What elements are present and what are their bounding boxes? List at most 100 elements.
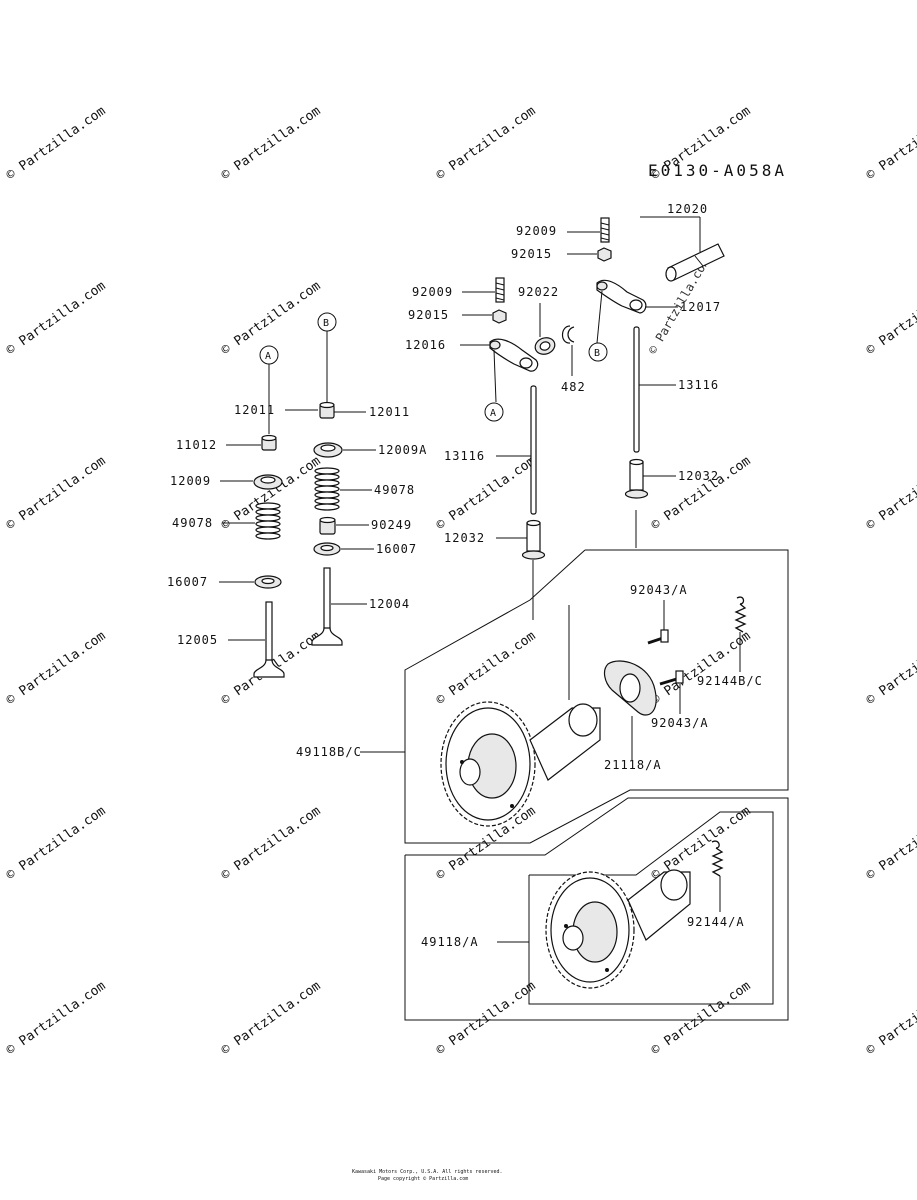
part-label[interactable]: 12009 <box>170 474 211 488</box>
part-label[interactable]: 92009 <box>412 285 453 299</box>
valve <box>311 567 367 646</box>
part-label[interactable]: 92043/A <box>651 716 709 730</box>
part-label[interactable]: 12005 <box>177 633 218 647</box>
part-label[interactable]: 12011 <box>234 403 275 417</box>
svg-text:A: A <box>490 408 496 419</box>
callout-a: A <box>259 345 279 434</box>
push-rod <box>496 385 537 515</box>
governor-plate <box>603 660 657 760</box>
valve-rotator <box>319 516 369 535</box>
part-label[interactable]: 16007 <box>376 542 417 556</box>
part-label[interactable]: 12032 <box>678 469 719 483</box>
part-label[interactable]: 92144/A <box>687 915 745 929</box>
bolt <box>659 670 684 714</box>
callout-b: B <box>317 312 337 404</box>
valve-spring <box>314 467 372 511</box>
part-label[interactable]: 92009 <box>516 224 557 238</box>
governor-spring <box>734 596 747 672</box>
svg-text:A: A <box>265 351 271 362</box>
part-label[interactable]: 16007 <box>167 575 208 589</box>
adjusting-screw <box>462 277 505 303</box>
diagram-code: E0130-A058A <box>648 161 787 180</box>
watermark: © Partzilla.com <box>649 454 754 534</box>
part-label[interactable]: 12032 <box>444 531 485 545</box>
watermark: © Partzilla.com <box>434 454 539 534</box>
bolt <box>647 600 669 645</box>
watermark: © Partzilla.com <box>4 629 109 709</box>
part-label[interactable]: 12016 <box>405 338 446 352</box>
part-label[interactable]: 12009A <box>378 443 427 457</box>
governor-spring <box>711 840 724 912</box>
watermark: © Partzilla.com <box>434 629 539 709</box>
watermark: © Partzilla.com <box>4 104 109 184</box>
watermark: © Partzilla.com <box>219 979 324 1059</box>
part-label[interactable]: 21118/A <box>604 758 662 772</box>
valve-spring <box>222 502 281 540</box>
tappet <box>624 458 676 499</box>
spring-retainer <box>313 442 376 458</box>
rocker-arm <box>596 279 678 344</box>
valve <box>228 601 285 678</box>
part-label[interactable]: 11012 <box>176 438 217 452</box>
adjusting-screw <box>567 217 610 243</box>
callout-b: B <box>588 342 608 362</box>
part-label[interactable]: 92015 <box>511 247 552 261</box>
part-label[interactable]: 49078 <box>374 483 415 497</box>
camshaft-frame-upper <box>360 510 789 844</box>
valve-cap <box>319 401 366 419</box>
watermark: © Partzilla.com <box>649 979 754 1059</box>
svg-text:B: B <box>594 348 600 359</box>
lock-nut <box>567 247 612 262</box>
part-label[interactable]: 92043/A <box>630 583 688 597</box>
valve-cap <box>226 434 277 451</box>
camshaft-frame-lower <box>404 797 789 1021</box>
part-label[interactable]: 12004 <box>369 597 410 611</box>
part-label[interactable]: 90249 <box>371 518 412 532</box>
part-label[interactable]: 482 <box>561 380 586 394</box>
part-label[interactable]: 49118B/C <box>296 745 362 759</box>
watermark-layer: © Partzilla.com © Partzilla.com © Partzi… <box>4 104 917 1059</box>
copyright-text: Page copyright © Partzilla.com <box>378 1176 468 1182</box>
watermark: © Partzilla.com <box>219 804 324 884</box>
camshaft-gear <box>545 869 691 989</box>
copyright-text: Kawasaki Motors Corp., U.S.A. All rights… <box>352 1169 503 1175</box>
spring-seat <box>219 575 282 589</box>
part-label[interactable]: 12011 <box>369 405 410 419</box>
spring-seat <box>313 542 374 556</box>
part-label[interactable]: 92022 <box>518 285 559 299</box>
camshaft-gear <box>440 701 601 827</box>
watermark: © Partzilla.com <box>4 454 109 534</box>
watermark: © Partzilla.com <box>864 979 917 1059</box>
lock-nut <box>462 309 507 324</box>
part-label[interactable]: 49078 <box>172 516 213 530</box>
watermark: © Partzilla.com <box>649 804 754 884</box>
callout-a: A <box>484 402 504 422</box>
rocker-shaft <box>640 216 725 282</box>
watermark: © Partzilla.com <box>864 104 917 184</box>
watermark: © Partzilla.com <box>434 104 539 184</box>
watermark: © Partzilla.com <box>434 979 539 1059</box>
watermark: © Partzilla.com <box>864 454 917 534</box>
svg-text:B: B <box>323 318 329 329</box>
push-rod <box>633 326 676 453</box>
watermark: © Partzilla.com <box>864 279 917 359</box>
watermark: © Partzilla.com <box>219 104 324 184</box>
part-label[interactable]: 92015 <box>408 308 449 322</box>
part-label[interactable]: 13116 <box>444 449 485 463</box>
watermark: © Partzilla.com <box>4 804 109 884</box>
watermark: © Partzilla.com <box>864 804 917 884</box>
circlip <box>561 325 575 376</box>
part-label[interactable]: 12017 <box>680 300 721 314</box>
tappet <box>496 519 546 560</box>
watermark: © Partzilla.com <box>4 979 109 1059</box>
part-label[interactable]: 12020 <box>667 202 708 216</box>
part-label[interactable]: 49118/A <box>421 935 479 949</box>
rocker-arm <box>460 338 539 403</box>
watermark: © Partzilla.com <box>864 629 917 709</box>
washer <box>534 303 556 355</box>
part-label[interactable]: 92144B/C <box>697 674 763 688</box>
spring-retainer <box>220 474 283 490</box>
watermark: © Partzilla.com <box>4 279 109 359</box>
part-label[interactable]: 13116 <box>678 378 719 392</box>
